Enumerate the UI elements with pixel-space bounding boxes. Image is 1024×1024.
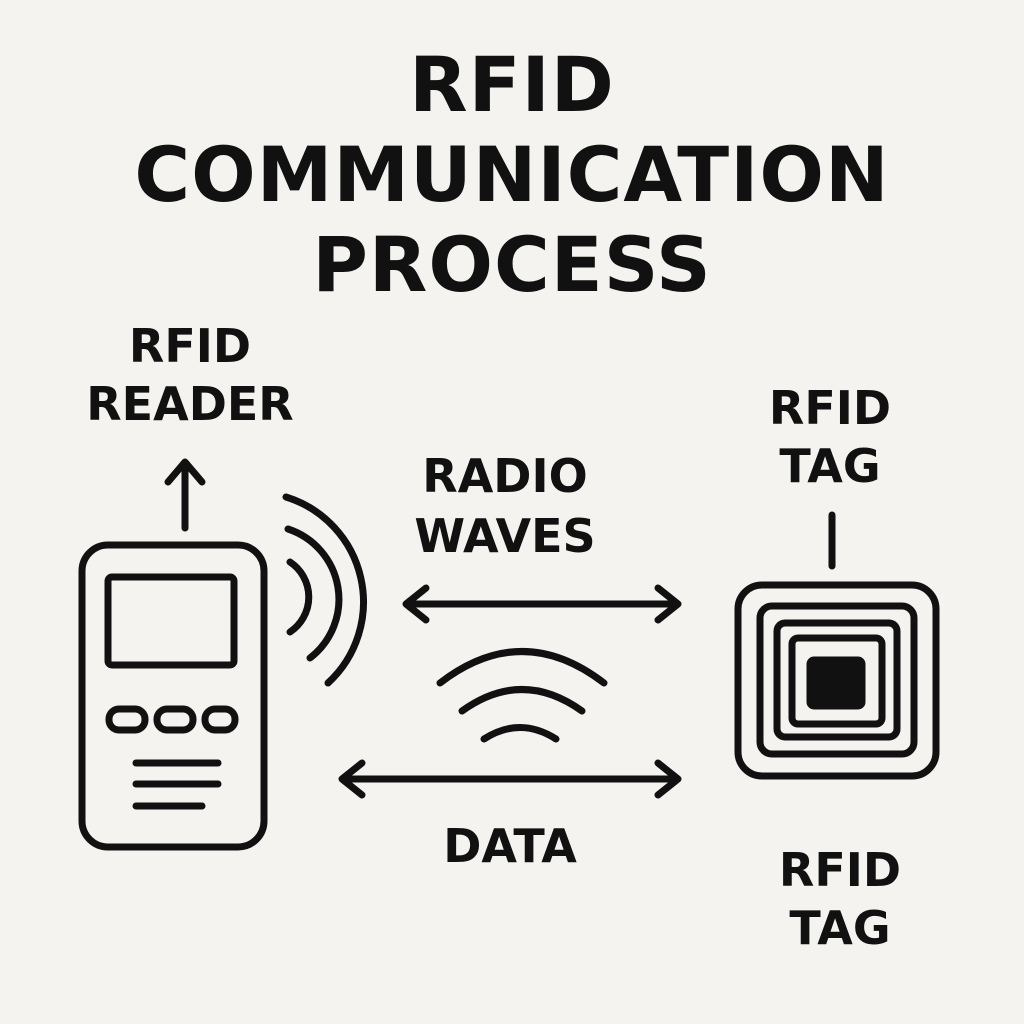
rfid-tag-chip-icon: [734, 581, 940, 780]
tag-label-bottom-line-1: RFID: [778, 843, 902, 897]
radio-waves-arrow-icon: [402, 584, 682, 624]
reader-label-line-1: RFID: [128, 319, 252, 373]
handheld-rfid-reader-icon: [78, 541, 268, 851]
tag-label-top-line-1: RFID: [768, 381, 892, 435]
tag-label-bottom-line-2: TAG: [789, 901, 891, 955]
reader-label-line-2: READER: [86, 377, 294, 431]
data-arrow-icon: [338, 759, 682, 799]
radio-waves-label-line-2: WAVES: [414, 509, 596, 563]
radio-wave-arcs-icon: [436, 648, 608, 743]
reader-signal-arcs-icon: [282, 493, 367, 687]
radio-waves-label-line-1: RADIO: [422, 449, 588, 503]
title-line-1: RFID: [409, 40, 615, 129]
data-label: DATA: [443, 819, 577, 873]
title-line-2: COMMUNICATION: [134, 130, 890, 219]
title-line-3: PROCESS: [312, 220, 712, 309]
reader-up-arrow-icon: [164, 458, 206, 532]
tag-label-top-line-2: TAG: [779, 439, 881, 493]
